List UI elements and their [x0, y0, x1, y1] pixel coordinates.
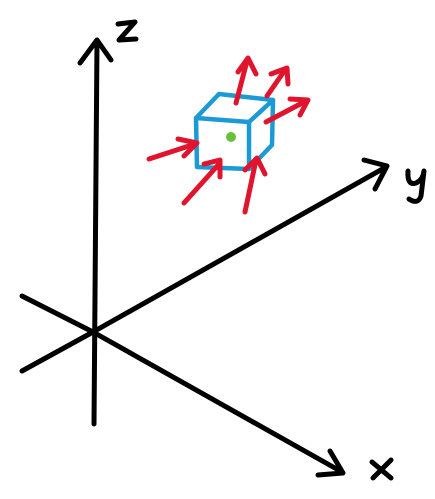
y-axis-line [90, 164, 389, 335]
cube-top-face [193, 91, 276, 125]
cube-icon [193, 91, 276, 172]
arrow-in-left-head [175, 136, 200, 159]
x-axis-label [369, 457, 394, 481]
arrow-in-bottom-left-head [201, 157, 223, 180]
outward-flux-arrows [146, 55, 311, 215]
arrow-in-bottom-left [181, 161, 222, 206]
y-axis-arrowhead [361, 157, 390, 192]
negative-y-axis [19, 329, 96, 374]
arrow-out-right [263, 98, 309, 125]
z-axis-label [115, 19, 139, 43]
z-axis-line [91, 39, 100, 427]
center-point [226, 132, 236, 142]
arrow-out-top-left-head [235, 55, 259, 77]
arrow-in-left [146, 141, 198, 162]
x-axis [90, 329, 394, 481]
arrow-out-top-left [233, 58, 250, 106]
arrow-out-right-head [287, 96, 311, 118]
z-axis-arrowhead [77, 37, 114, 66]
y-axis-label [405, 168, 427, 204]
arrow-out-top [264, 67, 288, 99]
x-axis-arrowhead [315, 448, 346, 478]
arrow-in-bottom [242, 157, 259, 215]
arrow-in-bottom-head [242, 155, 268, 177]
x-axis-line [90, 329, 345, 475]
y-axis [90, 157, 427, 335]
negative-x-axis [19, 293, 96, 335]
arrow-out-top-head [268, 65, 291, 87]
z-axis [77, 19, 139, 427]
